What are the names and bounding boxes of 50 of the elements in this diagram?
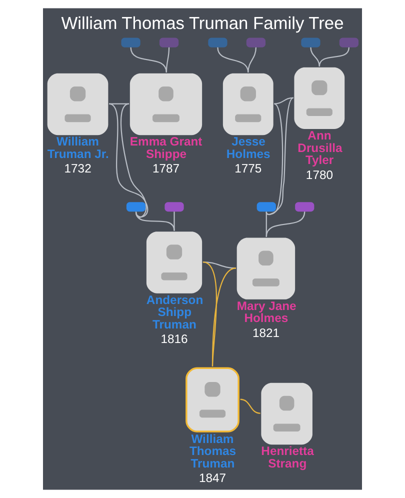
connector [266, 212, 306, 237]
node-box [295, 202, 314, 212]
connector [174, 212, 175, 231]
node-label: Emma Grant Shippe [130, 134, 202, 161]
node-label: Mary Jane Holmes [236, 299, 296, 326]
node-box [159, 38, 179, 48]
node-box [121, 38, 140, 48]
connector [130, 47, 167, 73]
node-label: 1732 [64, 162, 92, 176]
node-box [47, 73, 108, 136]
node-box [130, 73, 202, 136]
node-box [146, 232, 202, 294]
connector [109, 103, 130, 104]
node-label: 1816 [160, 332, 188, 346]
connector [248, 47, 257, 73]
connector [274, 97, 294, 104]
node-box [236, 238, 296, 300]
connector [217, 47, 249, 73]
connector [135, 212, 175, 231]
connector [202, 261, 236, 269]
node-label: William Truman Jr. [47, 134, 109, 161]
node-label: Ann Drusilla Tyler [298, 128, 342, 167]
node-label: Jesse Holmes [226, 134, 270, 161]
node-label: 1847 [199, 471, 226, 486]
connector [266, 97, 294, 215]
node-label: 1787 [152, 162, 180, 176]
node-label: 1821 [252, 326, 280, 340]
connector [212, 268, 236, 366]
connector [318, 47, 350, 67]
connector [108, 103, 148, 218]
diagram-title: William Thomas Truman Family Tree [61, 13, 344, 34]
connector [310, 47, 320, 67]
node-box [126, 202, 146, 212]
connector [240, 398, 260, 414]
node-label: 1775 [234, 162, 262, 176]
node-box [301, 38, 320, 48]
node-label: Henrietta Strang [261, 444, 314, 470]
node-box [164, 202, 184, 212]
node-box [222, 73, 274, 136]
node-box [261, 382, 312, 445]
node-box [294, 67, 345, 130]
node-label: Anderson Shipp Truman [146, 292, 204, 332]
node-label: 1780 [306, 168, 333, 182]
node-box [208, 38, 228, 48]
node-label: William Thomas Truman [189, 432, 236, 470]
connector [120, 103, 147, 218]
node-box [256, 202, 276, 212]
connector [166, 47, 170, 73]
node-box [339, 38, 359, 48]
node-box [246, 38, 266, 48]
